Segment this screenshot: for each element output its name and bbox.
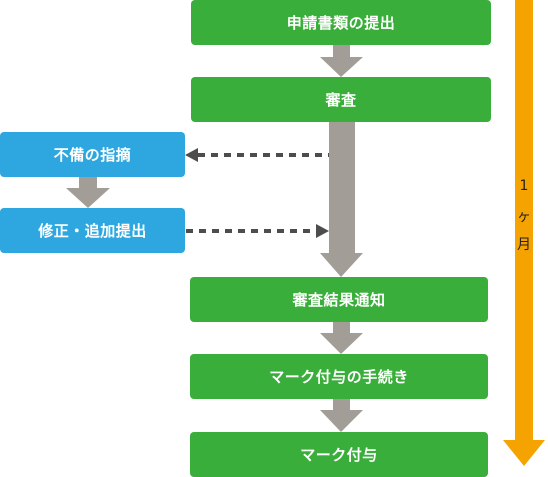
step-submit-label: 申請書類の提出 bbox=[286, 14, 396, 32]
step-correction-label: 修正・追加提出 bbox=[38, 222, 147, 240]
step-deficiency-label: 不備の指摘 bbox=[53, 146, 132, 164]
arrow-submit-to-review bbox=[320, 45, 363, 77]
timeline-label-char-2: ヶ bbox=[517, 209, 531, 225]
timeline-label-char-3: 月 bbox=[517, 237, 531, 253]
timeline-label-char-1: 1 bbox=[519, 178, 529, 194]
step-review: 審査 bbox=[191, 77, 491, 122]
step-correction-submission: 修正・追加提出 bbox=[0, 208, 185, 253]
step-grant-label: マーク付与 bbox=[300, 446, 378, 464]
step-deficiency-notice: 不備の指摘 bbox=[0, 132, 185, 177]
step-procedure-label: マーク付与の手続き bbox=[269, 368, 409, 386]
dotted-arrow-to-deficiency bbox=[185, 148, 329, 162]
dotted-arrow-from-correction bbox=[186, 224, 329, 238]
step-mark-procedure: マーク付与の手続き bbox=[190, 354, 488, 399]
step-result-notification: 審査結果通知 bbox=[190, 277, 488, 322]
step-submit-documents: 申請書類の提出 bbox=[191, 0, 491, 45]
timeline-arrowhead bbox=[503, 440, 545, 466]
arrow-result-to-procedure bbox=[320, 322, 363, 354]
arrow-procedure-to-grant bbox=[320, 399, 363, 432]
arrow-deficiency-to-correction bbox=[66, 177, 110, 208]
step-review-label: 審査 bbox=[325, 91, 357, 109]
timeline-arrow bbox=[503, 0, 545, 466]
step-result-label: 審査結果通知 bbox=[292, 291, 386, 309]
arrow-review-to-result bbox=[320, 122, 363, 277]
step-mark-grant: マーク付与 bbox=[190, 432, 488, 477]
